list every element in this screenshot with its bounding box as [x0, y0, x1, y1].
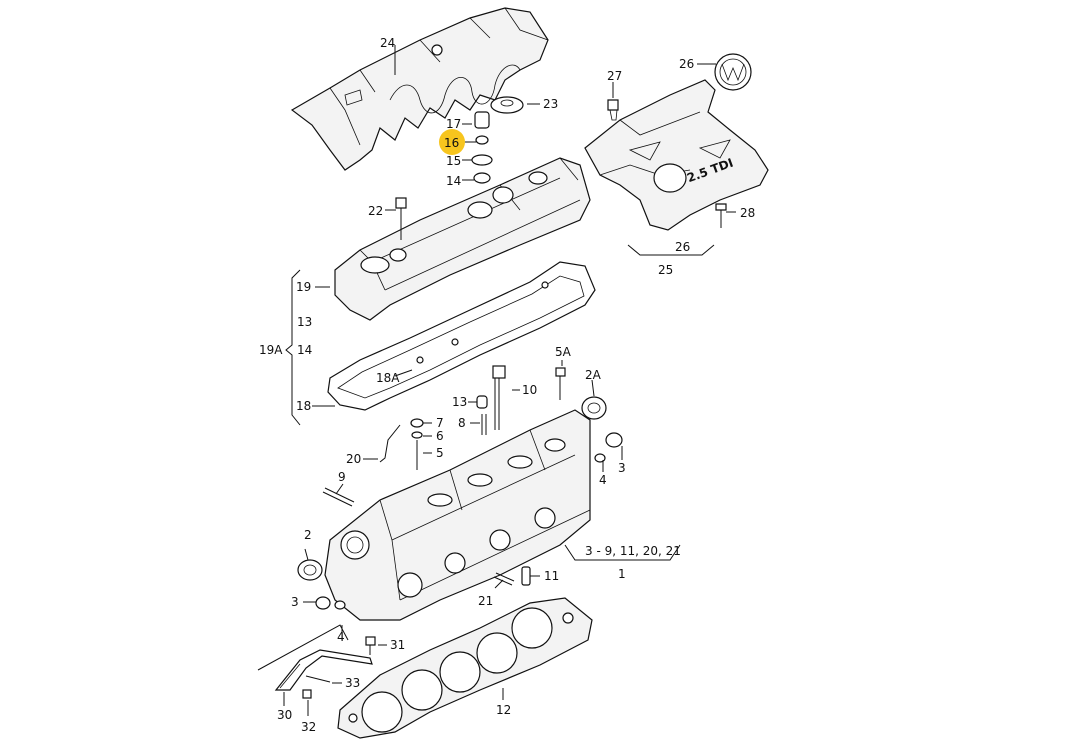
callout-18A: 18A: [376, 371, 400, 385]
callout-25: 25: [658, 263, 673, 277]
callout-8: 8: [458, 416, 466, 430]
callout-27: 27: [607, 69, 622, 83]
callout-14: 14: [446, 174, 461, 188]
callout-23: 23: [543, 97, 558, 111]
callout-4-left: 4: [337, 630, 345, 644]
callout-30: 30: [277, 708, 292, 722]
screw-31[interactable]: [365, 636, 376, 655]
callout-5A: 5A: [555, 345, 572, 359]
callout-5: 5: [436, 446, 444, 460]
callout-1: 1: [618, 567, 626, 581]
bolt-28[interactable]: [715, 203, 727, 211]
bolt-22[interactable]: [395, 197, 407, 240]
callout-16[interactable]: 16: [444, 136, 459, 150]
callout-22: 22: [368, 204, 383, 218]
callout-19: 19: [296, 280, 311, 294]
leader-lines: [283, 45, 736, 716]
callout-1-range: 3 - 9, 11, 20, 21: [585, 544, 681, 558]
oil-seal-2A[interactable]: [581, 396, 607, 420]
group-bracket-25: [627, 244, 715, 256]
group-bracket-19A: [285, 269, 301, 426]
callout-33: 33: [345, 676, 360, 690]
dipstick-guide-20[interactable]: [379, 424, 401, 463]
nut-washer-stud[interactable]: [410, 418, 424, 470]
callout-labels: 24 23 17 16 15 14 22 27 26 28 26 25 19 1…: [259, 36, 755, 734]
cylinder-head[interactable]: [324, 409, 591, 621]
callout-26-bottom: 26: [675, 240, 690, 254]
callout-18: 18: [296, 399, 311, 413]
stud-9[interactable]: [322, 487, 355, 507]
callout-19A: 19A: [259, 343, 283, 357]
stud-13[interactable]: [476, 395, 488, 409]
head-bolt-10[interactable]: [492, 365, 506, 430]
callout-10: 10: [522, 383, 537, 397]
callout-3-right: 3: [618, 461, 626, 475]
cylinder-head-gasket[interactable]: [337, 597, 593, 739]
callout-17: 17: [446, 117, 461, 131]
callout-12: 12: [496, 703, 511, 717]
group-bracket-1: [564, 544, 681, 561]
callout-6: 6: [436, 429, 444, 443]
cover-gasket[interactable]: [327, 261, 596, 411]
callout-9: 9: [338, 470, 346, 484]
oil-seal-2[interactable]: [297, 559, 323, 581]
upper-engine-cover[interactable]: [290, 7, 549, 171]
bolt-33[interactable]: [305, 675, 331, 683]
stud-8[interactable]: [481, 414, 487, 435]
callout-4-right: 4: [599, 473, 607, 487]
callout-13-lower: 13: [452, 395, 467, 409]
callout-20: 20: [346, 452, 361, 466]
callout-11: 11: [544, 569, 559, 583]
vw-emblem: [714, 53, 752, 91]
callout-2A: 2A: [585, 368, 602, 382]
callout-28: 28: [740, 206, 755, 220]
stud-21[interactable]: [493, 572, 515, 586]
cover-screw-27[interactable]: [607, 99, 619, 111]
sleeve-11[interactable]: [521, 566, 531, 586]
plug-4-left[interactable]: [334, 600, 346, 610]
bolt-32[interactable]: [302, 689, 312, 699]
cylinder-head-cover[interactable]: [334, 157, 591, 321]
plug-3-right[interactable]: [605, 432, 623, 448]
callout-7: 7: [436, 416, 444, 430]
plug-3-left[interactable]: [315, 596, 331, 610]
highlight-marker: [439, 129, 465, 155]
mounting-stack[interactable]: [471, 111, 493, 184]
callout-24: 24: [380, 36, 395, 50]
callout-3-left: 3: [291, 595, 299, 609]
callout-31: 31: [390, 638, 405, 652]
callout-32: 32: [301, 720, 316, 734]
callout-26-top: 26: [679, 57, 694, 71]
callout-13-upper: 13: [297, 315, 312, 329]
intake-cover[interactable]: 2.5 TDI: [584, 79, 769, 231]
callout-21: 21: [478, 594, 493, 608]
bolt-5A[interactable]: [555, 367, 566, 400]
lifting-eye[interactable]: [274, 649, 373, 691]
callout-14-group: 14: [297, 343, 312, 357]
callout-2: 2: [304, 528, 312, 542]
callout-15: 15: [446, 154, 461, 168]
rubber-grommet[interactable]: [490, 96, 524, 114]
